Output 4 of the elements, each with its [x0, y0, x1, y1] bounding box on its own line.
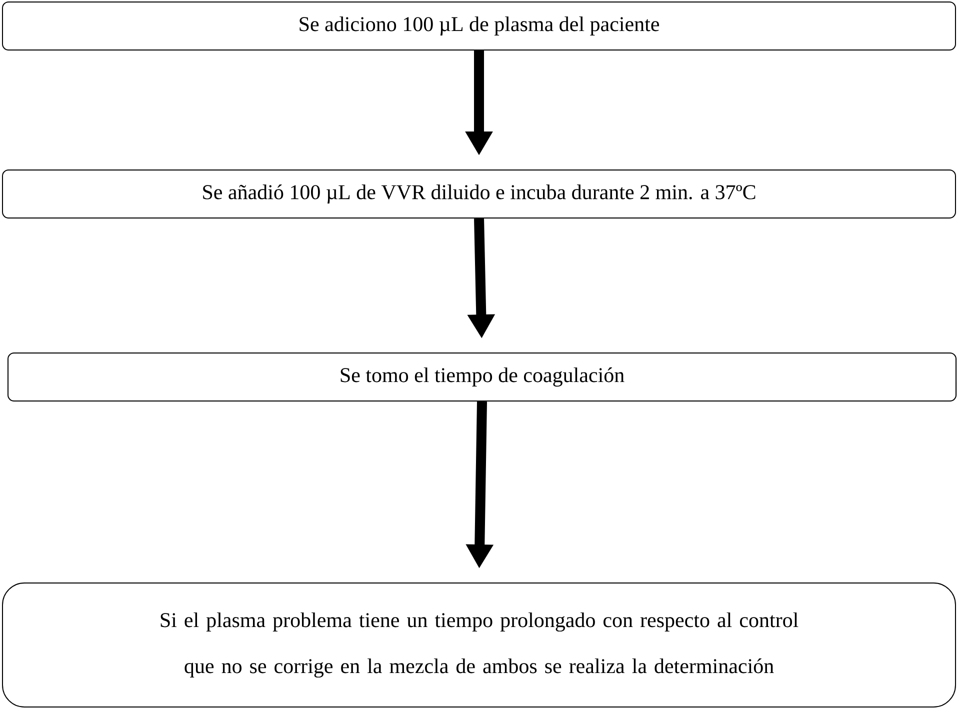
process-box: Se añadió 100 µL de VVR diluido e incuba durante 2 min. a 37ºC: [2, 170, 956, 218]
process-box: Si el plasma problema tiene un tiempo prolongado con respecto al control que no se corrige en la mezcla de ambos se realiza la determinación: [2, 582, 956, 708]
process-box: Se adiciono 100 µL de plasma del paciente: [2, 2, 956, 50]
process-box: Se tomo el tiempo de coagulación: [8, 352, 957, 402]
